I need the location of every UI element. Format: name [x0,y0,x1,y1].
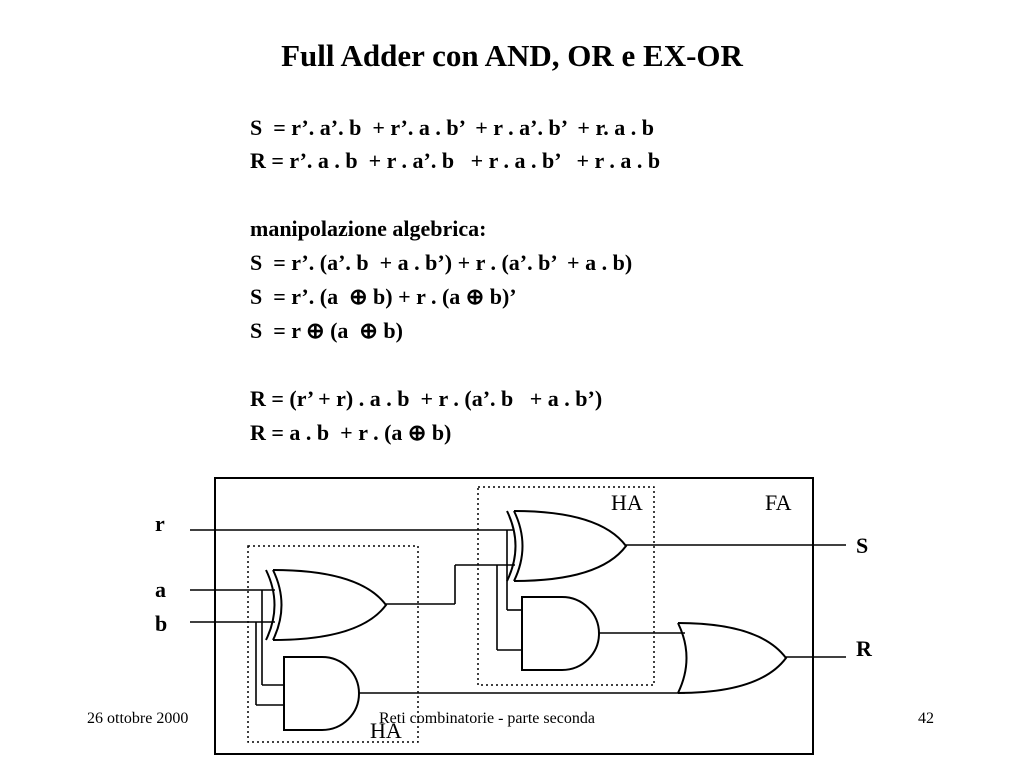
and-gate-ab [283,656,360,731]
xor-gate-ab [265,569,388,641]
equation-sum-final: S = r ⊕ (a ⊕ b) [250,318,403,343]
input-a-label: a [155,577,166,602]
equation-carry-step1: R = (r’ + r) . a . b + r . (a’. b + a . … [250,386,603,411]
equation-carry-final: R = a . b + r . (a ⊕ b) [250,420,452,445]
input-r-label: r [155,511,165,536]
full-adder-box [214,477,814,755]
circuit-wires [190,529,846,706]
input-b-label: b [155,611,167,636]
footer-page-number: 42 [918,710,934,727]
output-s-label: S [856,533,868,558]
equation-carry-sop: R = r’. a . b + r . a’. b + r . a . b’ +… [250,148,661,173]
ha-bottom-label: HA [370,718,402,743]
page-title: Full Adder con AND, OR e EX-OR [281,38,743,73]
equation-sum-step1: S = r’. (a’. b + a . b’) + r . (a’. b’ +… [250,250,633,275]
ha-top-label: HA [611,490,643,515]
section-heading-algebra: manipolazione algebrica: [250,216,487,241]
xor-gate-sum [506,510,628,582]
and-gate-carry [521,596,600,671]
half-adder-box-bottom [247,545,419,743]
equation-sum-step2: S = r’. (a ⊕ b) + r . (a ⊕ b)’ [250,284,517,309]
footer-course: Reti combinatorie - parte seconda [379,710,595,727]
half-adder-box-top [477,486,655,686]
equation-sum-sop: S = r’. a’. b + r’. a . b’ + r . a’. b’ … [250,115,654,140]
or-gate-carry-out [677,622,788,694]
footer-date: 26 ottobre 2000 [87,710,189,727]
output-r-label: R [856,636,873,661]
fa-label: FA [765,490,792,515]
